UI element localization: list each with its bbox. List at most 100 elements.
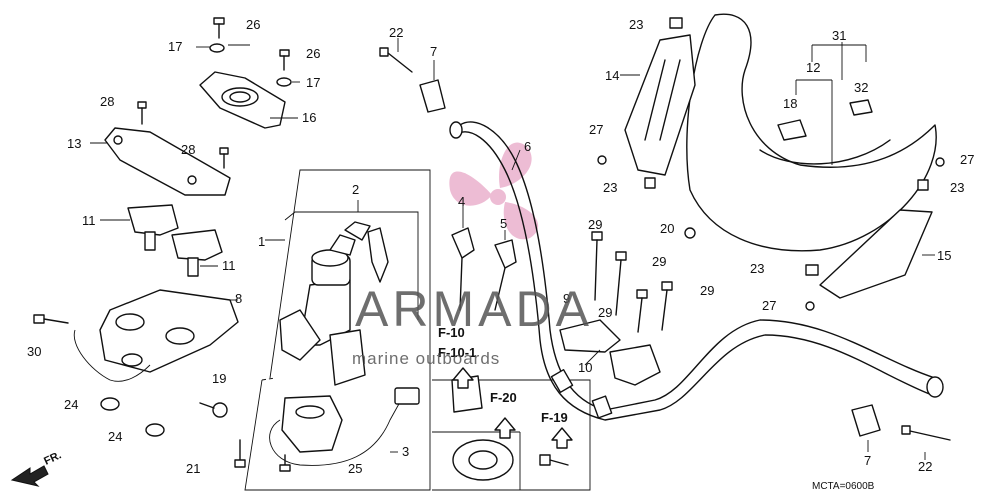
callout-29-c: 29 <box>700 283 714 298</box>
screw-25 <box>279 454 291 472</box>
wire-harness-8 <box>73 329 151 382</box>
watermark-logo <box>449 142 539 240</box>
callout-30: 30 <box>27 344 41 359</box>
callout-29-a: 29 <box>588 217 602 232</box>
callout-29-d: 29 <box>598 305 612 320</box>
callout-28-upper: 28 <box>100 94 114 109</box>
part-6-handlebar <box>449 121 944 421</box>
callout-1: 1 <box>258 234 265 249</box>
callout-18: 18 <box>783 96 797 111</box>
dashed-bracket-1 <box>261 377 276 381</box>
part-14-bracket <box>624 34 696 176</box>
part-15-lower-cover <box>819 209 933 299</box>
callout-13: 13 <box>67 136 81 151</box>
screw-21 <box>234 439 246 468</box>
callout-32: 32 <box>854 80 868 95</box>
callout-26-upper: 26 <box>246 17 260 32</box>
callout-25: 25 <box>348 461 362 476</box>
callout-19: 19 <box>212 371 226 386</box>
callout-23-mid: 23 <box>603 180 617 195</box>
callout-24-right: 24 <box>108 429 122 444</box>
ref-f19: F-19 <box>541 410 568 425</box>
reference-f20-disc <box>452 439 514 481</box>
callout-21: 21 <box>186 461 200 476</box>
callout-11-right: 11 <box>222 258 236 273</box>
bolt-22-lower <box>901 425 951 441</box>
part-11-holder-left <box>127 204 179 251</box>
bolt-29-b <box>615 251 627 316</box>
logo-blade <box>499 142 532 188</box>
part-11-holder-right <box>171 229 223 277</box>
clip-23-top <box>669 17 683 29</box>
key-4 <box>451 227 475 311</box>
diagram-code: MCTA=0600B <box>812 481 875 492</box>
callout-28-lower: 28 <box>181 142 195 157</box>
logo-blade <box>503 202 539 240</box>
callout-22-upper: 22 <box>389 25 403 40</box>
callout-24-left: 24 <box>64 397 78 412</box>
part-31-cover <box>686 13 937 252</box>
callout-7-upper: 7 <box>430 44 437 59</box>
callout-27-b: 27 <box>960 152 974 167</box>
callout-2: 2 <box>352 182 359 197</box>
callout-10: 10 <box>578 360 592 375</box>
bolt-28-lower <box>219 147 229 169</box>
screw-27-b <box>935 157 945 167</box>
key-5 <box>494 239 517 311</box>
part-13-bracket <box>104 127 231 196</box>
bolt-26-upper <box>209 17 225 53</box>
callout-23-low: 23 <box>750 261 764 276</box>
watermark-brand: ARMADA <box>355 281 593 337</box>
part-19-pin <box>199 402 228 418</box>
screw-27-c <box>805 301 815 311</box>
callout-8: 8 <box>235 291 242 306</box>
callout-27-c: 27 <box>762 298 776 313</box>
arrow-f20 <box>494 417 516 439</box>
part-3-switch <box>281 395 343 453</box>
wire-harness-3 <box>269 401 401 466</box>
callout-17-upper: 17 <box>168 39 182 54</box>
arrow-f101 <box>452 367 474 389</box>
callout-3: 3 <box>402 444 409 459</box>
bolt-29-c <box>661 281 673 331</box>
bolt-30 <box>33 314 69 324</box>
fr-arrow-icon <box>10 465 49 487</box>
reference-f19-bolt <box>539 454 569 466</box>
callout-4: 4 <box>458 194 465 209</box>
screw-27-a <box>597 155 607 165</box>
bolt-22-upper <box>379 47 413 73</box>
callout-31: 31 <box>832 28 846 43</box>
callout-22-lower: 22 <box>918 459 932 474</box>
bolt-26-lower <box>276 49 292 87</box>
callout-14: 14 <box>605 68 619 83</box>
callout-29-b: 29 <box>652 254 666 269</box>
part-16-plate <box>199 71 286 129</box>
grommet-24-left <box>100 397 120 411</box>
callout-17-lower: 17 <box>306 75 320 90</box>
part-10-clamp <box>559 319 661 386</box>
watermark-tagline: marine outboards <box>352 349 500 368</box>
part-8-base <box>99 289 239 373</box>
ref-f20: F-20 <box>490 390 517 405</box>
callout-11-left: 11 <box>82 213 96 228</box>
cap-7-lower <box>851 404 881 437</box>
leader-lines <box>90 38 935 460</box>
callout-27-a: 27 <box>589 122 603 137</box>
cap-7-upper <box>419 79 446 113</box>
direction-label: FR. <box>42 449 63 467</box>
callout-26-lower: 26 <box>306 46 320 61</box>
reference-labels: F-10 F-10-1 F-20 F-19 <box>438 325 568 425</box>
screw-20 <box>684 227 696 239</box>
ref-f10-1: F-10-1 <box>438 345 476 360</box>
callout-6: 6 <box>524 139 531 154</box>
reference-box <box>432 379 591 491</box>
key-blanks <box>329 221 389 283</box>
ignition-group-box <box>244 169 431 491</box>
pad-32 <box>849 99 873 116</box>
bolt-28-upper <box>137 101 147 125</box>
bolt-29-d <box>636 289 648 333</box>
callout-15: 15 <box>937 248 951 263</box>
callout-20: 20 <box>660 221 674 236</box>
